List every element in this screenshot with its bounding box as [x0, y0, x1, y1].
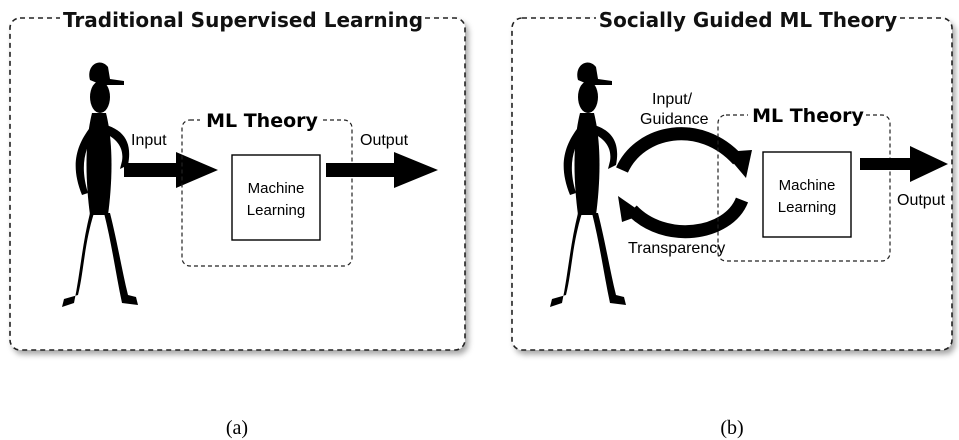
- machine-learning-line2: Learning: [778, 199, 836, 216]
- output-label: Output: [897, 192, 946, 209]
- transparency-arrow-icon: [627, 197, 749, 239]
- machine-learning-line1: Machine: [779, 177, 836, 194]
- input-guidance-label-line2: Guidance: [640, 111, 709, 128]
- panel-b: Socially Guided ML Theory Input/ Guidanc…: [511, 6, 953, 439]
- caption-a: (a): [226, 417, 248, 439]
- transparency-label: Transparency: [628, 240, 725, 257]
- machine-learning-line1: Machine: [248, 180, 305, 197]
- panel-a: Traditional Supervised Learning Input ML…: [9, 6, 466, 439]
- caption-b: (b): [720, 417, 743, 439]
- input-label: Input: [131, 132, 167, 149]
- machine-learning-line2: Learning: [247, 202, 305, 219]
- input-arrow-icon: [124, 152, 218, 188]
- output-label: Output: [360, 132, 409, 149]
- machine-learning-box: [762, 151, 852, 238]
- input-guidance-label-line1: Input/: [652, 91, 693, 108]
- panel-a-title: Traditional Supervised Learning: [63, 8, 423, 32]
- output-arrow-icon: [326, 152, 438, 188]
- output-arrow-icon: [860, 146, 948, 182]
- machine-learning-box: [231, 154, 321, 241]
- guidance-arrow-icon: [616, 127, 743, 174]
- ml-theory-label: ML Theory: [206, 110, 318, 132]
- ml-theory-label: ML Theory: [752, 105, 864, 127]
- panel-b-title: Socially Guided ML Theory: [599, 8, 897, 32]
